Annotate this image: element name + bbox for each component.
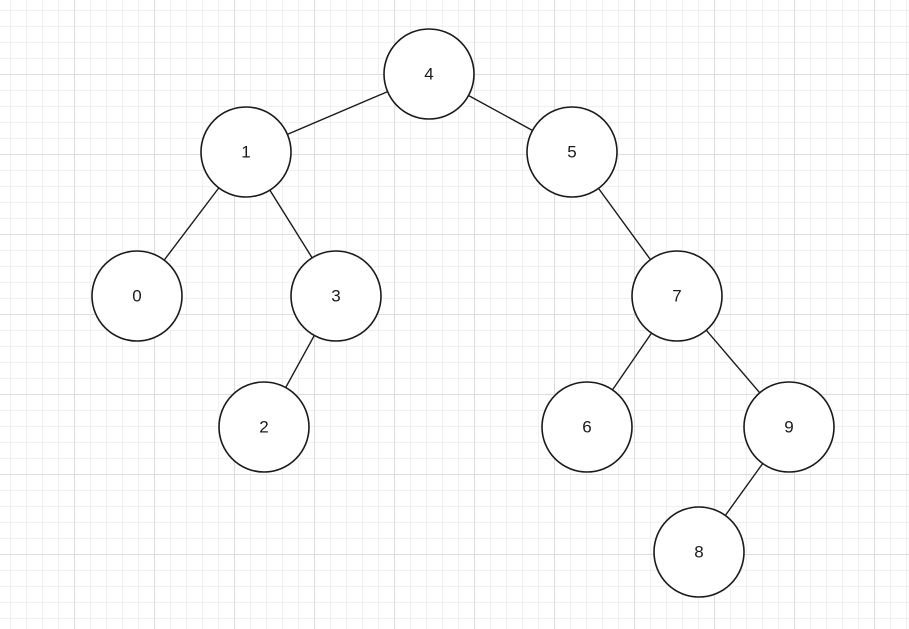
- edge-1-3: [270, 190, 312, 258]
- tree-node-6[interactable]: 6: [542, 382, 632, 472]
- node-label: 2: [259, 418, 268, 437]
- edge-3-2: [286, 335, 315, 387]
- tree-node-8[interactable]: 8: [654, 507, 744, 597]
- edge-9-8: [725, 464, 762, 516]
- edge-4-5: [469, 96, 533, 131]
- tree-node-0[interactable]: 0: [92, 251, 182, 341]
- node-label: 3: [331, 287, 340, 306]
- tree-node-9[interactable]: 9: [744, 382, 834, 472]
- node-label: 4: [424, 65, 433, 84]
- edge-4-1: [287, 92, 387, 135]
- tree-node-4[interactable]: 4: [384, 29, 474, 119]
- tree-node-7[interactable]: 7: [632, 251, 722, 341]
- node-label: 7: [672, 287, 681, 306]
- node-label: 5: [567, 143, 576, 162]
- tree-node-3[interactable]: 3: [291, 251, 381, 341]
- nodes-layer: 4 1 5 0 3 2 7 6 9 8: [92, 29, 834, 597]
- tree-node-1[interactable]: 1: [201, 107, 291, 197]
- node-label: 9: [784, 418, 793, 437]
- node-label: 0: [132, 287, 141, 306]
- tree-node-5[interactable]: 5: [527, 107, 617, 197]
- edge-7-6: [612, 333, 651, 390]
- node-label: 6: [582, 418, 591, 437]
- edge-1-0: [164, 188, 219, 260]
- edge-5-7: [599, 188, 651, 259]
- node-label: 1: [241, 143, 250, 162]
- node-label: 8: [694, 543, 703, 562]
- edge-7-9: [706, 330, 760, 393]
- tree-node-2[interactable]: 2: [219, 382, 309, 472]
